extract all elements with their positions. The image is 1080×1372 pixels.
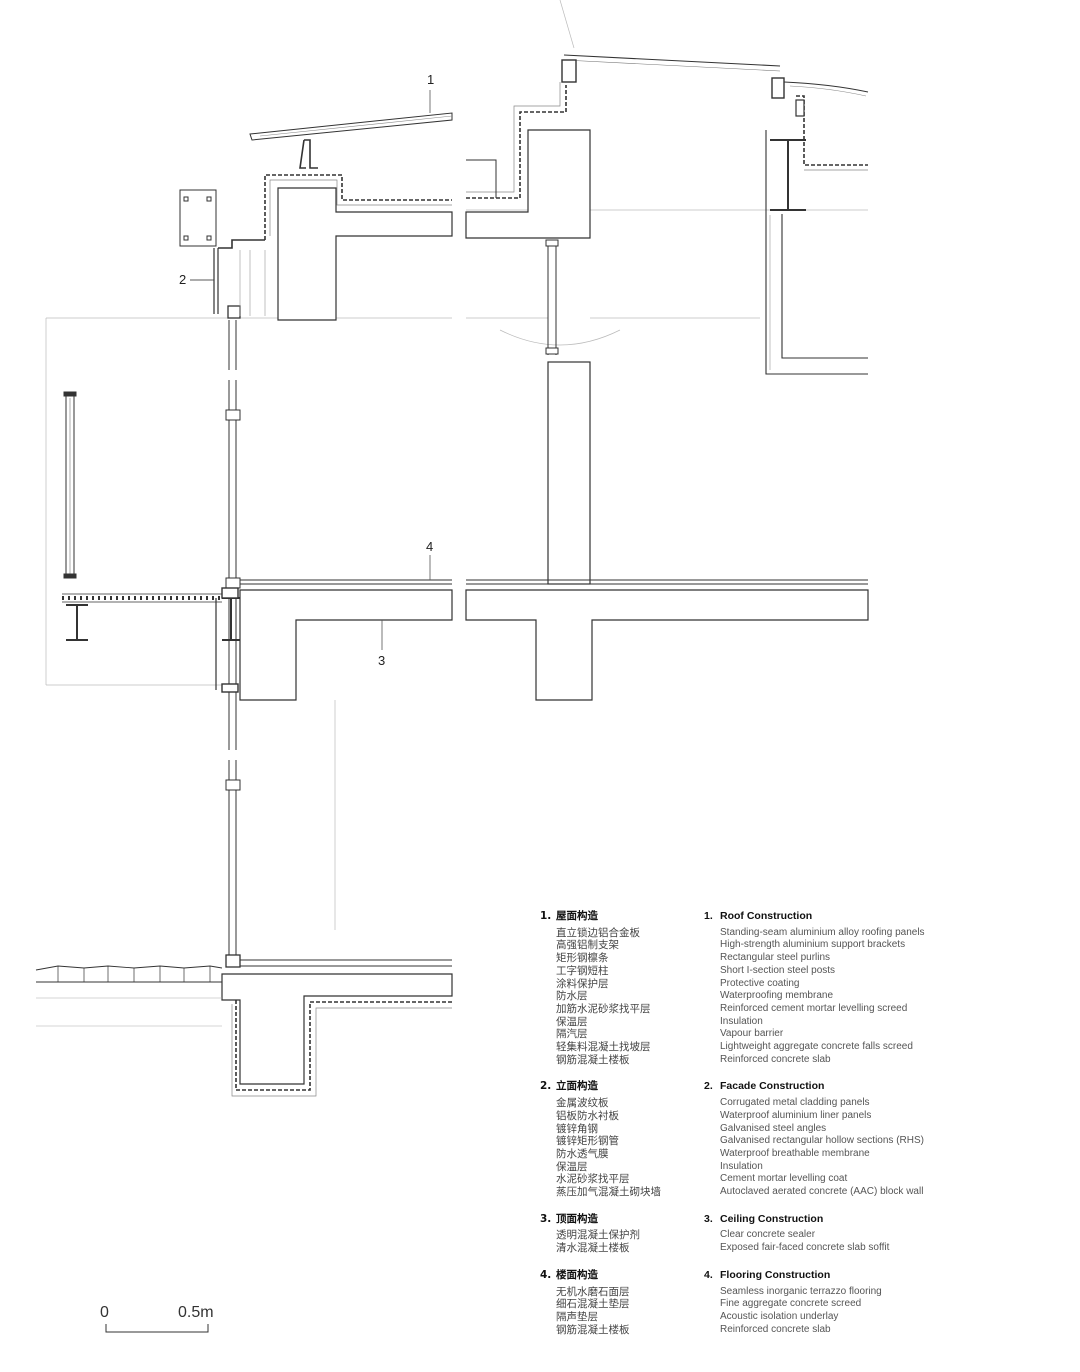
legend-en-item: Galvanised steel angles	[720, 1122, 827, 1134]
legend-title-text: 立面构造	[556, 1080, 598, 1093]
legend-cn-item: 高强铝制支架	[556, 939, 619, 952]
legend-cn-item: 水泥砂浆找平层	[556, 1173, 630, 1186]
roof-right	[465, 54, 869, 585]
legend-en-item: Protective coating	[720, 977, 800, 989]
legend-number: 3.	[540, 1212, 552, 1225]
legend-cn-item: 镀锌矩形钢管	[556, 1135, 619, 1148]
legend-en-item: Exposed fair-faced concrete slab soffit	[720, 1242, 890, 1254]
legend-en-section-1: 1. Roof Construction Standing-seam alumin…	[704, 910, 1004, 1066]
legend-en-item: Reinforced concrete slab	[720, 1053, 831, 1065]
legend-en-section-4: 4. Flooring Construction Seamless inorgan…	[704, 1269, 1004, 1337]
legend-en-item: Waterproof breathable membrane	[720, 1147, 870, 1159]
legend-en-item: Rectangular steel purlins	[720, 952, 831, 964]
legend-cn-item: 细石混凝土垫层	[556, 1298, 630, 1311]
legend-en-title: 3. Ceiling Construction	[704, 1213, 1004, 1226]
legend-cn-item: 隔汽层	[556, 1028, 588, 1041]
legend-en-item: Fine aggregate concrete screed	[720, 1298, 862, 1310]
legend-en-item: Short I-section steel posts	[720, 964, 836, 976]
legend-en-item: Standing-seam aluminium alloy roofing pa…	[720, 926, 925, 938]
legend-en-item: Waterproof aluminium liner panels	[720, 1109, 872, 1121]
legend-cn-item: 镀锌角钢	[556, 1122, 598, 1135]
legend-cn-item: 矩形钢檩条	[556, 952, 609, 965]
legend-cn-item: 加筋水泥砂浆找平层	[556, 1002, 651, 1015]
legend-cn-item: 直立锁边铝合金板	[556, 926, 640, 939]
legend-number: 1.	[704, 910, 713, 922]
legend-cn-title: 1. 屋面构造	[540, 910, 690, 923]
callout-3: 3	[378, 653, 386, 668]
legend-cn-item: 隔声垫层	[556, 1310, 598, 1323]
legend-cn-item: 清水混凝土楼板	[556, 1242, 630, 1255]
legend-cn-item: 工字钢短柱	[556, 964, 609, 977]
legend-cn-section-1: 1. 屋面构造 直立锁边铝合金板 高强铝制支架 矩形钢檩条 工字钢短柱 涂料保护层…	[540, 910, 690, 1066]
legend-cn-item: 透明混凝土保护剂	[556, 1229, 640, 1242]
legend-cn-item: 铝板防水衬板	[556, 1109, 619, 1122]
legend-en-item: Lightweight aggregate concrete falls scr…	[720, 1041, 913, 1053]
reference-lines	[45, 0, 868, 930]
legend-number: 3.	[704, 1212, 713, 1225]
legend-chinese: 1. 屋面构造 直立锁边铝合金板 高强铝制支架 矩形钢檩条 工字钢短柱 涂料保护层…	[540, 910, 690, 1336]
callout-1: 1	[427, 72, 435, 87]
legend-number: 1.	[540, 910, 552, 922]
legend-cn-title: 4. 楼面构造	[540, 1269, 690, 1282]
legend-cn-item: 钢筋混凝土楼板	[556, 1053, 630, 1066]
legend-number: 4.	[704, 1268, 713, 1281]
legend-en-section-3: 3. Ceiling Construction Clear concrete se…	[704, 1213, 1004, 1255]
legend-en-item: Clear concrete sealer	[720, 1229, 816, 1241]
floor-slab-middle	[215, 579, 869, 701]
legend-cn-item: 保温层	[556, 1160, 588, 1173]
legend-cn-item: 轻集料混凝土找坡层	[556, 1041, 651, 1054]
legend-title-text: Roof Construction	[720, 910, 813, 922]
legend-cn-title: 3. 顶面构造	[540, 1213, 690, 1226]
legend-cn-item: 防水透气膜	[556, 1147, 609, 1160]
shade-element	[62, 391, 222, 641]
legend-en-item: Seamless inorganic terrazzo flooring	[720, 1285, 882, 1297]
legend-title-text: Flooring Construction	[720, 1268, 831, 1281]
callout-2: 2	[179, 272, 187, 287]
legend-cn-item: 蒸压加气混凝土砌块墙	[556, 1186, 661, 1199]
legend-en-item: Insulation	[720, 1160, 763, 1172]
scale-end-label: 0.5m	[178, 1304, 214, 1321]
legend-cn-item: 金属波纹板	[556, 1097, 609, 1110]
scale-bar	[105, 1324, 209, 1333]
legend-title-text: Ceiling Construction	[720, 1212, 824, 1225]
legend-cn-section-2: 2. 立面构造 金属波纹板 铝板防水衬板 镀锌角钢 镀锌矩形钢管 防水透气膜 保温…	[540, 1080, 690, 1198]
legend-en-item: Autoclaved aerated concrete (AAC) block …	[720, 1186, 924, 1198]
legend-en-item: Waterproofing membrane	[720, 990, 834, 1002]
floor-slab-ground	[35, 959, 453, 1097]
callout-4: 4	[426, 539, 434, 554]
legend-en-title: 1. Roof Construction	[704, 910, 1004, 923]
legend-number: 2.	[704, 1080, 713, 1093]
legend-en-item: Insulation	[720, 1015, 763, 1027]
legend-cn-item: 保温层	[556, 1015, 588, 1028]
roof-left	[179, 112, 453, 321]
legend-title-text: 顶面构造	[556, 1212, 598, 1225]
legend-cn-item: 无机水磨石面层	[556, 1285, 630, 1298]
legend-cn-title: 2. 立面构造	[540, 1080, 690, 1093]
legend-number: 2.	[540, 1080, 552, 1093]
legend-en-item: Acoustic isolation underlay	[720, 1310, 839, 1322]
legend-en-item: Reinforced concrete slab	[720, 1323, 831, 1335]
legend-title-text: 屋面构造	[556, 910, 598, 922]
scale-zero-label: 0	[100, 1304, 109, 1321]
legend-cn-item: 防水层	[556, 990, 588, 1003]
legend-title-text: 楼面构造	[556, 1268, 598, 1281]
legend-en-item: High-strength aluminium support brackets	[720, 939, 906, 951]
legend-en-item: Galvanised rectangular hollow sections (…	[720, 1135, 924, 1147]
legend-en-title: 4. Flooring Construction	[704, 1269, 1004, 1282]
legend-en-title: 2. Facade Construction	[704, 1080, 1004, 1093]
legend-en-item: Cement mortar levelling coat	[720, 1173, 848, 1185]
legend-en-item: Reinforced cement mortar levelling scree…	[720, 1002, 908, 1014]
legend-cn-section-3: 3. 顶面构造 透明混凝土保护剂 清水混凝土楼板	[540, 1213, 690, 1255]
legend-title-text: Facade Construction	[720, 1080, 825, 1093]
legend-en-section-2: 2. Facade Construction Corrugated metal c…	[704, 1080, 1004, 1198]
legend-cn-item: 钢筋混凝土楼板	[556, 1323, 630, 1336]
legend-number: 4.	[540, 1268, 552, 1281]
legend-english: 1. Roof Construction Standing-seam alumin…	[704, 910, 1004, 1336]
legend-cn-item: 涂料保护层	[556, 977, 609, 990]
legend-cn-section-4: 4. 楼面构造 无机水磨石面层 细石混凝土垫层 隔声垫层 钢筋混凝土楼板	[540, 1269, 690, 1337]
legend-en-item: Vapour barrier	[720, 1028, 784, 1040]
leader-lines	[190, 90, 431, 650]
legend-en-item: Corrugated metal cladding panels	[720, 1097, 870, 1109]
